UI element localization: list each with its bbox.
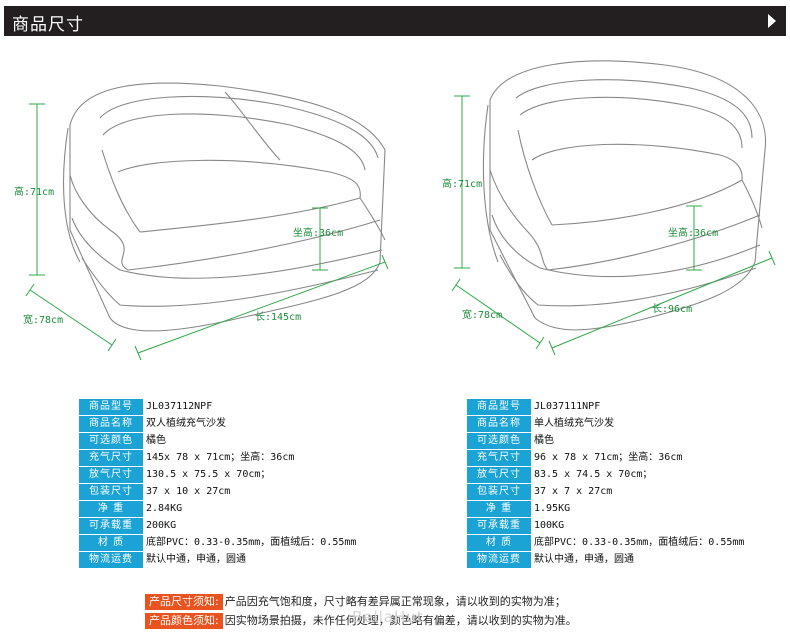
- spec-value: 橘色: [534, 435, 554, 446]
- spec-key: 商品型号: [467, 399, 531, 415]
- notice-text: 产品因充气饱和度，尺寸略有差异属正常现象，请以收到的实物为准；: [224, 595, 566, 608]
- spec-key: 可承载重: [467, 518, 531, 534]
- spec-value: 100KG: [534, 520, 565, 531]
- spec-key: 包装尺寸: [79, 484, 143, 500]
- spec-value: 底部PVC：0.33-0.35mm，面植绒后：0.55mm: [146, 537, 357, 548]
- spec-value: 1.95KG: [534, 503, 571, 514]
- spec-key: 材 质: [467, 535, 531, 551]
- sofa-dimension-drawings: [25, 60, 776, 361]
- double-sofa-illustration: [63, 82, 386, 332]
- spec-value: 130.5 x 75.5 x 70cm；: [146, 469, 271, 480]
- spec-key: 充气尺寸: [467, 450, 531, 466]
- spec-value: 2.84KG: [146, 503, 183, 514]
- spec-value: 橘色: [146, 435, 166, 446]
- notice-label: 产品颜色须知:: [145, 613, 223, 629]
- spec-key: 物流运费: [467, 552, 531, 568]
- spec-value: 200KG: [146, 520, 177, 531]
- spec-row: 商品名称单人植绒充气沙发: [467, 416, 744, 432]
- spec-key: 包装尺寸: [467, 484, 531, 500]
- spec-key: 商品名称: [79, 416, 143, 432]
- spec-row: 可选颜色橘色: [467, 433, 744, 449]
- spec-value: 37 x 10 x 27cm: [146, 486, 231, 497]
- spec-key: 可选颜色: [467, 433, 531, 449]
- spec-value: 底部PVC：0.33-0.35mm，面植绒后：0.55mm: [534, 537, 745, 548]
- spec-key: 放气尺寸: [467, 467, 531, 483]
- spec-value: 37 x 7 x 27cm: [534, 486, 613, 497]
- spec-row: 材 质底部PVC：0.33-0.35mm，面植绒后：0.55mm: [79, 535, 356, 551]
- notice-label: 产品尺寸须知:: [145, 594, 223, 610]
- arrow-right-icon[interactable]: [768, 14, 776, 28]
- spec-value: JL037111NPF: [534, 401, 601, 412]
- spec-key: 物流运费: [79, 552, 143, 568]
- dim-length-label: 长:96cm: [652, 304, 693, 315]
- size-notice: 产品尺寸须知:产品因充气饱和度，尺寸略有差异属正常现象，请以收到的实物为准；: [145, 594, 566, 610]
- spec-row: 物流运费默认中通，申通，圆通: [79, 552, 356, 568]
- spec-value: 双人植绒充气沙发: [146, 418, 226, 429]
- dim-length-label: 长:145cm: [255, 312, 302, 323]
- watermark: BellaHut: [352, 608, 424, 626]
- spec-key: 可选颜色: [79, 433, 143, 449]
- section-header: 商品尺寸: [4, 6, 786, 36]
- spec-row: 可选颜色橘色: [79, 433, 356, 449]
- dim-width-label: 宽:78cm: [462, 310, 503, 321]
- spec-value: JL037112NPF: [146, 401, 213, 412]
- spec-value: 默认中通，申通，圆通: [146, 554, 246, 565]
- dim-seat-height-label: 坐高:36cm: [668, 228, 719, 239]
- spec-value: 83.5 x 74.5 x 70cm；: [534, 469, 653, 480]
- spec-value: 默认中通，申通，圆通: [534, 554, 634, 565]
- spec-key: 材 质: [79, 535, 143, 551]
- spec-key: 放气尺寸: [79, 467, 143, 483]
- single-sofa-illustration: [482, 60, 767, 331]
- spec-value: 单人植绒充气沙发: [534, 418, 614, 429]
- spec-key: 充气尺寸: [79, 450, 143, 466]
- spec-value: 96 x 78 x 71cm；坐高：36cm: [534, 452, 683, 463]
- dim-height-label: 高:71cm: [14, 187, 55, 198]
- spec-value: 145x 78 x 71cm；坐高：36cm: [146, 452, 295, 463]
- section-title: 商品尺寸: [12, 15, 84, 35]
- spec-key: 商品型号: [79, 399, 143, 415]
- color-notice: 产品颜色须知:因实物场景拍摄，未作任何处理，颜色略有偏差，请以收到的实物为准。: [145, 613, 577, 629]
- spec-key: 可承载重: [79, 518, 143, 534]
- dim-seat-height-label: 坐高:36cm: [293, 228, 344, 239]
- spec-row: 商品名称双人植绒充气沙发: [79, 416, 356, 432]
- spec-key: 净 重: [467, 501, 531, 517]
- notice-text: 因实物场景拍摄，未作任何处理，颜色略有偏差，请以收到的实物为准。: [224, 614, 577, 627]
- spec-row: 物流运费默认中通，申通，圆通: [467, 552, 744, 568]
- dim-width-label: 宽:78cm: [23, 315, 64, 326]
- spec-key: 净 重: [79, 501, 143, 517]
- dim-height-label: 高:71cm: [442, 179, 483, 190]
- spec-key: 商品名称: [467, 416, 531, 432]
- spec-row: 材 质底部PVC：0.33-0.35mm，面植绒后：0.55mm: [467, 535, 744, 551]
